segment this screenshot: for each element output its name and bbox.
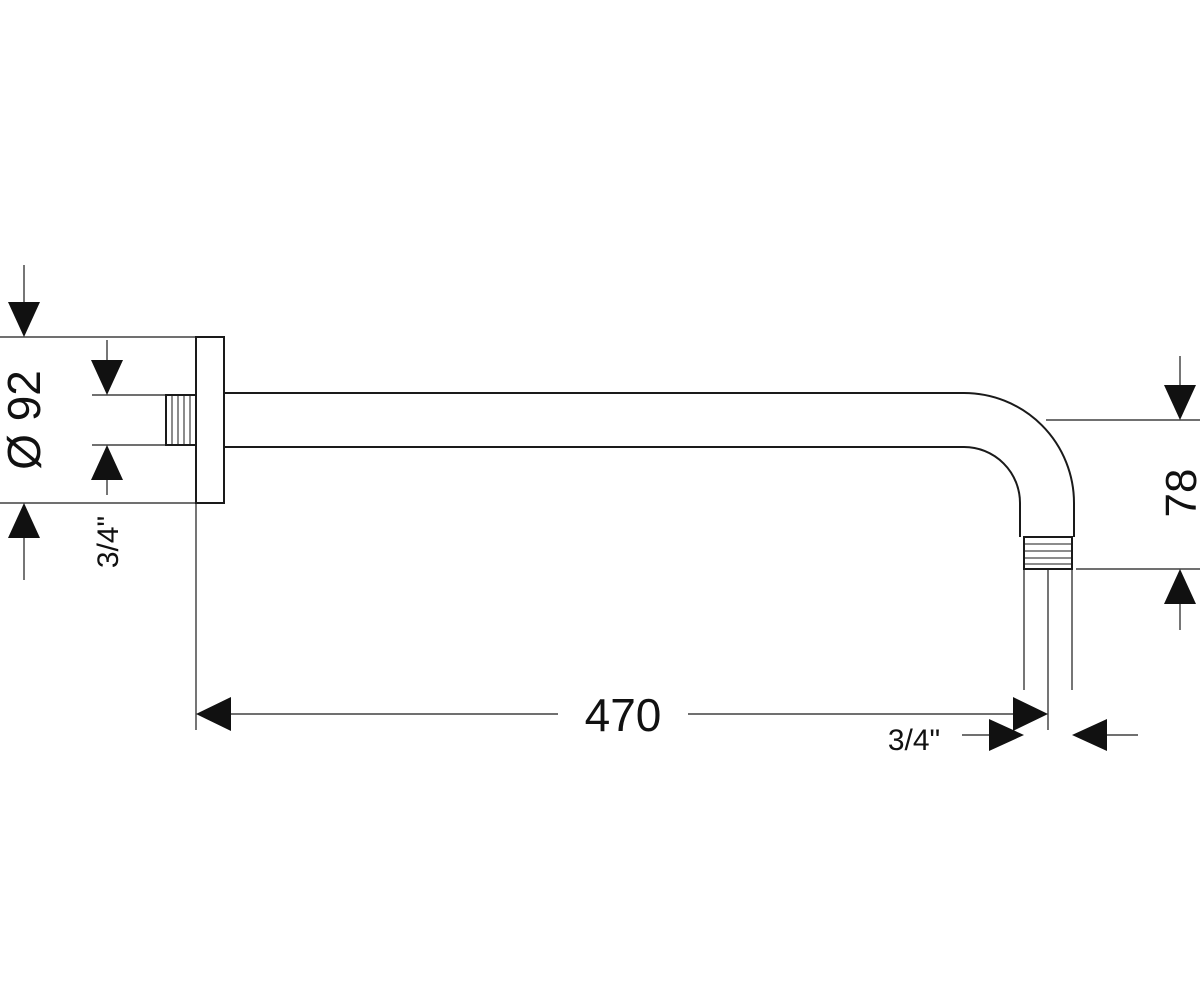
dimension-flange-diameter: Ø 92	[0, 265, 196, 580]
dimension-outlet-thread: 3/4"	[888, 569, 1138, 757]
length-label: 470	[585, 689, 662, 741]
dimension-length: 470	[195, 503, 1049, 741]
arrowhead-up	[1164, 569, 1196, 604]
arrowhead-down	[91, 360, 123, 395]
inlet-thread-nipple	[165, 394, 197, 446]
arrowhead-up	[8, 503, 40, 538]
arrowhead-down	[1164, 385, 1196, 420]
outlet-thread-label: 3/4"	[888, 724, 940, 757]
arm-tube-top-edge	[224, 392, 1075, 537]
inlet-thread-label: 3/4"	[92, 516, 125, 568]
dimension-inlet-thread: 3/4"	[91, 340, 166, 568]
wall-flange	[195, 336, 225, 504]
arrowhead-down	[8, 302, 40, 337]
outlet-thread	[1023, 536, 1073, 570]
arrowhead-right	[989, 719, 1024, 751]
drop-height-label: 78	[1157, 469, 1200, 518]
arrowhead-up	[91, 445, 123, 480]
flange-diameter-label: Ø 92	[0, 370, 50, 470]
shower-arm-part	[165, 336, 1075, 570]
arrowhead-left	[1072, 719, 1107, 751]
arm-tube-bottom-edge	[224, 446, 1021, 537]
arrowhead-left	[196, 697, 231, 731]
dimension-drop-height: 78	[1046, 356, 1200, 630]
arrowhead-right	[1013, 697, 1048, 731]
